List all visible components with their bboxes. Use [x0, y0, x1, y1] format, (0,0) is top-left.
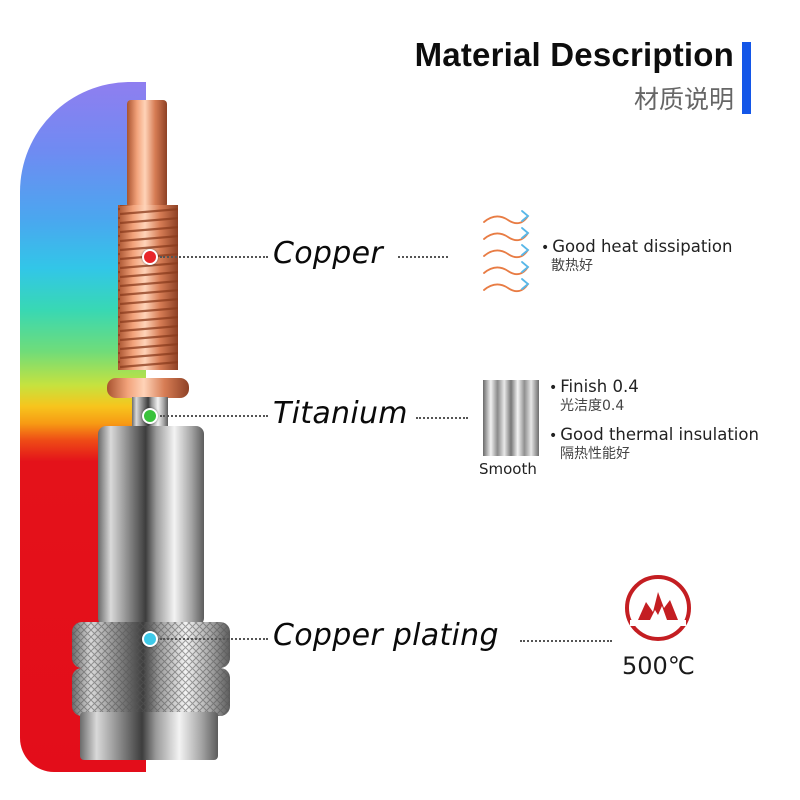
temperature-value: 500℃ [622, 652, 695, 680]
flame-icon [625, 575, 691, 641]
titanium-feature-1: •Finish 0.4 光洁度0.4 [549, 377, 639, 414]
page-subtitle: 材质说明 [633, 85, 734, 114]
titanium-leader-line-right [416, 417, 468, 419]
titanium-feature-2-sub: 隔热性能好 [560, 445, 630, 462]
plating-leader-line [160, 638, 268, 640]
swatch-label: Smooth [479, 460, 537, 478]
steel-body [98, 426, 204, 626]
copper-feature-text: Good heat dissipation [552, 237, 733, 256]
heat-waves-icon [483, 210, 530, 293]
copper-leader-line-right [398, 256, 448, 258]
steel-base [80, 712, 218, 760]
titanium-feature-1-sub: 光洁度0.4 [560, 397, 625, 414]
titanium-feature-2: •Good thermal insulation 隔热性能好 [549, 425, 759, 462]
titanium-label: Titanium [273, 396, 408, 431]
copper-leader-line [160, 256, 268, 258]
copper-feature-sub: 散热好 [551, 257, 593, 274]
titanium-leader-line [160, 415, 268, 417]
copper-feature: •Good heat dissipation 散热好 [541, 237, 733, 274]
page-title: Material Description [414, 36, 734, 73]
plating-marker-dot [142, 631, 158, 647]
copper-marker-dot [142, 249, 158, 265]
copper-tip [127, 100, 167, 208]
plating-leader-line-right [520, 640, 612, 642]
titanium-feature-1-text: Finish 0.4 [560, 377, 639, 396]
copper-label: Copper [273, 236, 383, 271]
copper-flange [107, 378, 189, 398]
titanium-feature-2-text: Good thermal insulation [560, 425, 759, 444]
titanium-marker-dot [142, 408, 158, 424]
plating-label: Copper plating [273, 618, 499, 653]
smooth-finish-swatch [483, 380, 539, 456]
title-accent-bar [742, 42, 751, 114]
